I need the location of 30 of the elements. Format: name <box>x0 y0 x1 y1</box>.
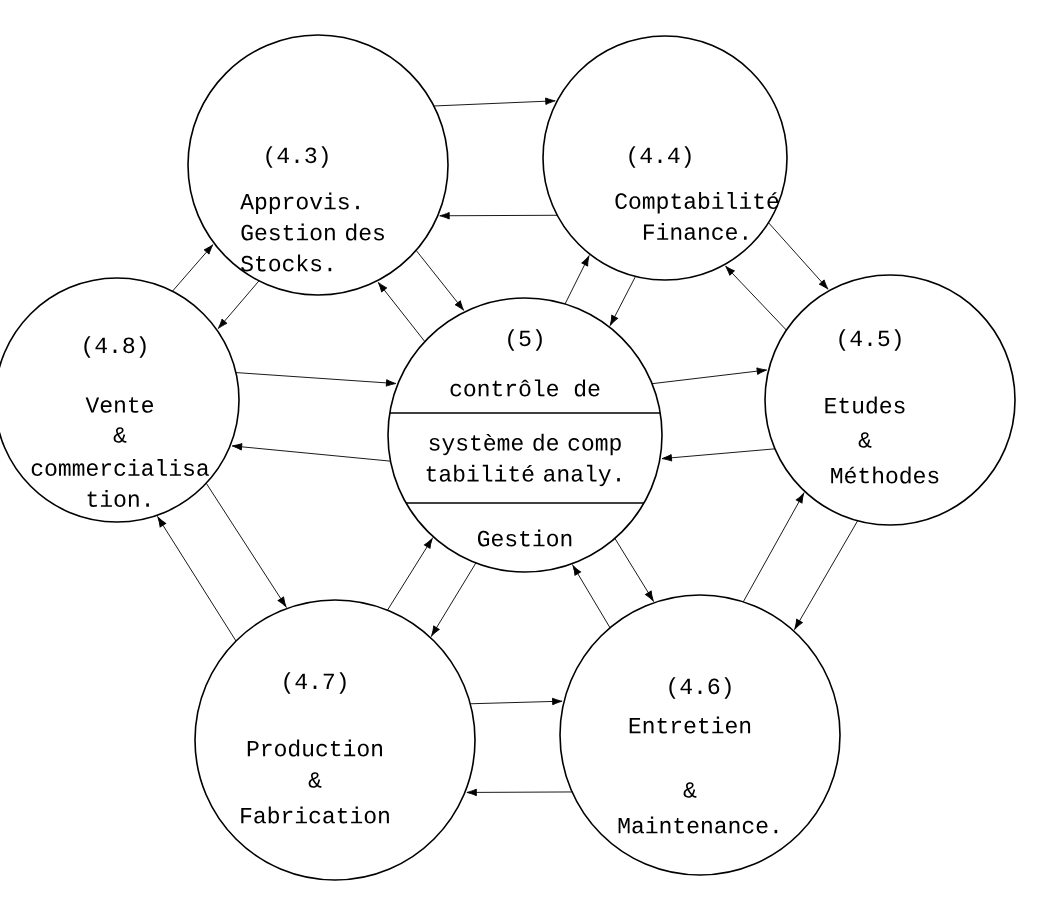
circle-node: (4.4) Comptabilité Finance. <box>542 35 788 281</box>
arrow <box>794 520 859 630</box>
arrow <box>725 265 787 331</box>
arrow <box>572 565 611 629</box>
arrow <box>415 249 465 311</box>
arrow <box>564 255 590 305</box>
arrow <box>431 562 477 637</box>
circle-node: (4.7) Production & Fabrication <box>194 599 476 881</box>
arrow <box>661 448 776 462</box>
arrow <box>439 212 558 220</box>
arrow <box>609 275 636 326</box>
arrow <box>205 482 287 608</box>
arrow <box>235 372 397 387</box>
arrow <box>377 282 426 342</box>
circle-node: (4.3) Approvis. Gestion des Stocks. <box>187 34 449 296</box>
arrow <box>387 538 433 611</box>
arrow <box>469 697 563 706</box>
arrow <box>157 516 237 642</box>
circle-node: (5) contrôle de système de comp tabilité analy. Gestion <box>387 297 663 573</box>
arrow <box>217 280 260 329</box>
arrow <box>614 537 654 602</box>
arrow <box>433 97 556 107</box>
arrow <box>231 443 391 462</box>
arrow <box>171 244 214 292</box>
arrow <box>651 367 768 385</box>
circle-node: (4.5) Etudes & Méthodes <box>764 274 1016 526</box>
arrow <box>742 492 805 603</box>
circle-node: (4.6) Entretien & Maintenance. <box>559 594 841 876</box>
arrow <box>768 222 829 290</box>
arrow <box>466 788 573 797</box>
